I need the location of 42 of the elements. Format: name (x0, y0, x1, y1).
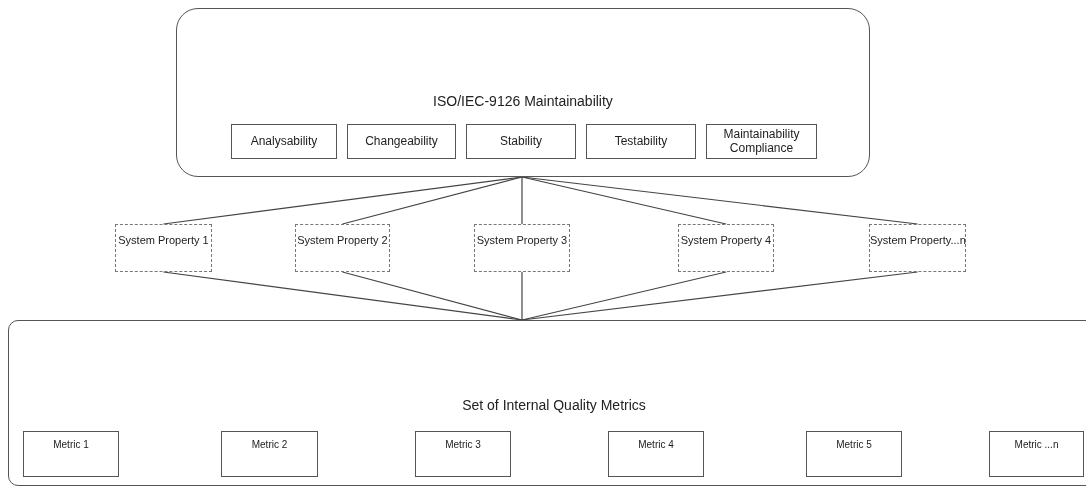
box-label: Metric ...n (1013, 439, 1060, 451)
property-box (869, 224, 966, 272)
metric-box (806, 431, 902, 477)
box-label: Stability (499, 134, 543, 149)
characteristic-box (347, 124, 456, 159)
characteristic-box (706, 124, 817, 159)
group-title: Set of Internal Quality Metrics (461, 397, 647, 414)
box-label: System Property...n (870, 234, 965, 247)
connector-line (521, 176, 523, 225)
box-label: Testability (613, 134, 669, 149)
connector-line (521, 176, 919, 225)
box-label: Metric 1 (52, 439, 90, 451)
property-box (474, 224, 570, 272)
metric-box (221, 431, 318, 477)
box-label: System Property 3 (475, 234, 569, 247)
characteristic-box (466, 124, 576, 159)
box-label: Metric 3 (444, 439, 482, 451)
metric-box (415, 431, 511, 477)
characteristic-box (586, 124, 696, 159)
box-label: Metric 4 (637, 439, 675, 451)
group-title: ISO/IEC-9126 Maintainability (432, 93, 614, 110)
metric-box (608, 431, 704, 477)
group-box (176, 8, 870, 177)
box-label: Metric 2 (250, 439, 289, 451)
property-box (115, 224, 212, 272)
box-label: Analysability (249, 134, 319, 149)
group-box (8, 320, 1086, 486)
connector-line (341, 271, 523, 321)
property-box (295, 224, 390, 272)
connector-line (341, 176, 523, 225)
metric-box (989, 431, 1084, 477)
characteristic-box (231, 124, 337, 159)
box-label: System Property 1 (117, 234, 210, 247)
property-box (678, 224, 774, 272)
connector-line (521, 271, 523, 321)
connector-line (521, 271, 919, 321)
box-label: System Property 2 (296, 234, 389, 247)
box-label: Changeability (364, 134, 439, 149)
metric-box (23, 431, 119, 477)
box-label: Metric 5 (835, 439, 873, 451)
box-label: System Property 4 (679, 234, 773, 247)
box-label: Maintainability Compliance (722, 127, 801, 156)
